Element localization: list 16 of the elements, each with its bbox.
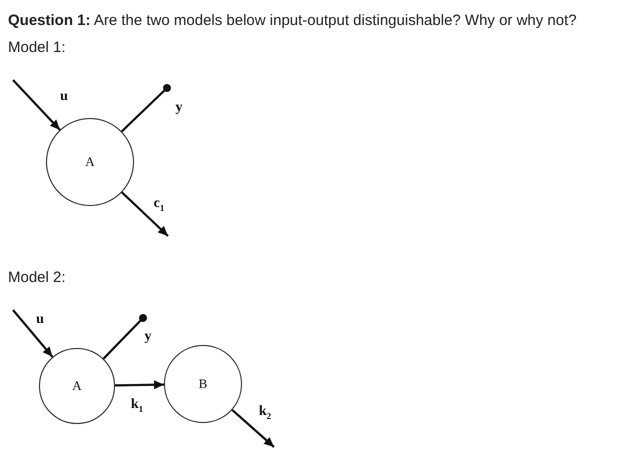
output-line [120, 84, 171, 132]
edge-label: k$_{2}$ [258, 405, 272, 421]
compartment-label: A [72, 378, 82, 394]
arrow [114, 380, 164, 390]
edge-label: c$_{1}$ [152, 197, 166, 213]
arrow [12, 79, 61, 131]
output-line [102, 314, 147, 360]
compartment-label: A [85, 154, 95, 170]
model-heading: Model 2: [8, 269, 66, 286]
compartment-label: B [198, 376, 208, 392]
model-heading: Model 1: [8, 39, 66, 56]
arrow [12, 309, 54, 358]
arrow [231, 409, 275, 448]
arrow [121, 192, 169, 237]
edge-label: k$_{1}$ [130, 398, 144, 414]
question-heading: Question 1: Are the two models below input-output distinguishable? Why or why not? [8, 12, 577, 29]
